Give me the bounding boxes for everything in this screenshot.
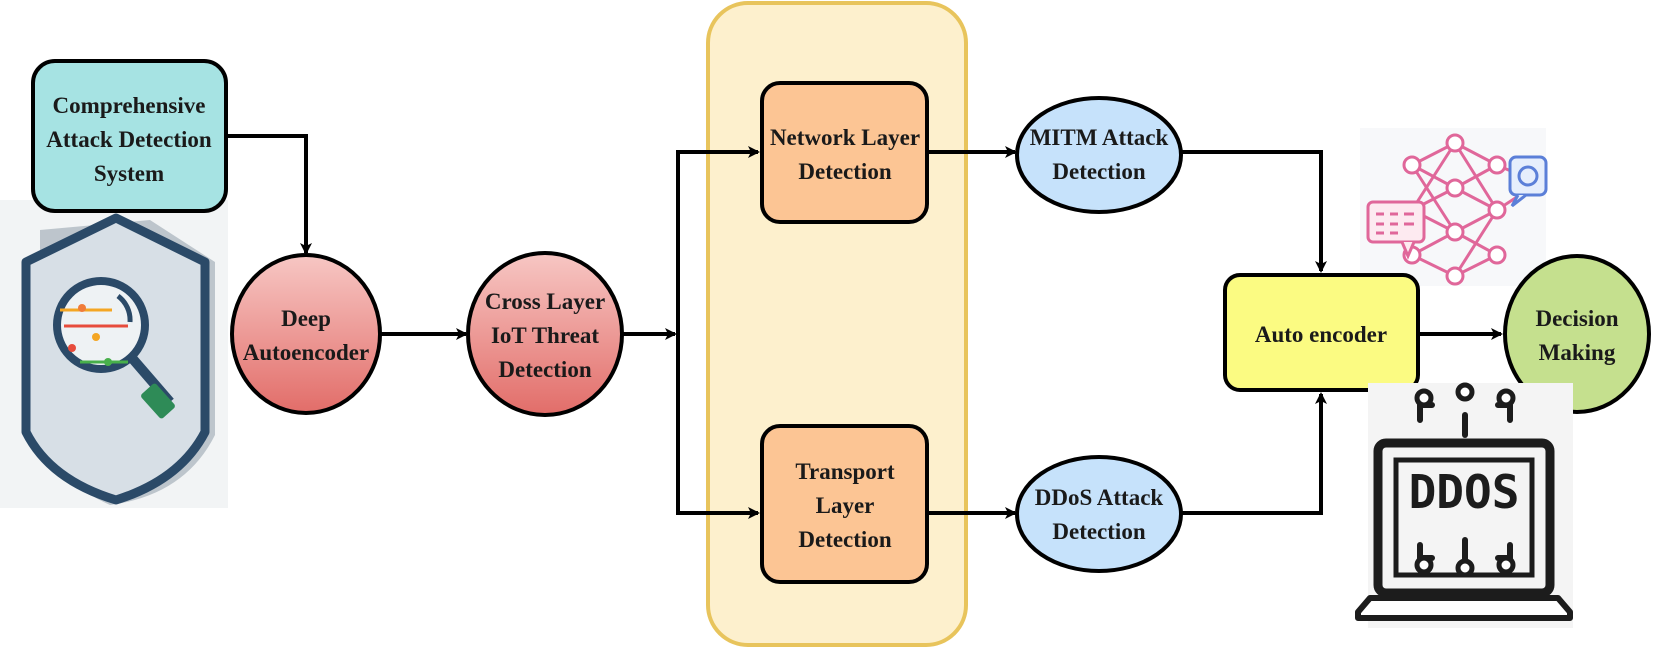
deep-autoencoder-label-1: Deep: [281, 306, 331, 331]
auto-encoder-node: Auto encoder: [1223, 273, 1420, 392]
cross-layer-label-3: Detection: [498, 357, 591, 382]
cross-layer-node: Cross Layer IoT Threat Detection: [466, 251, 624, 417]
decision-label-2: Making: [1539, 340, 1616, 365]
system-label-2: Attack Detection: [46, 127, 212, 152]
deep-autoencoder-node: Deep Autoencoder: [230, 253, 382, 415]
network-layer-node: Network Layer Detection: [760, 81, 929, 224]
transport-layer-label-3: Detection: [798, 527, 891, 552]
shield-magnifier-icon: [0, 200, 228, 508]
arrow-system-to-deep: [226, 134, 312, 255]
transport-layer-label-2: Layer: [816, 493, 875, 518]
ddos-laptop-icon: DDOS: [1355, 382, 1573, 628]
cross-layer-label-2: IoT Threat: [491, 323, 599, 348]
network-layer-label-2: Detection: [798, 159, 891, 184]
arrow-mitm-to-auto: [1181, 150, 1327, 273]
mitm-node: MITM Attack Detection: [1015, 96, 1183, 214]
arrow-split-to-transport: [676, 334, 760, 519]
connectors: [226, 134, 1503, 519]
neural-network-icon: [1360, 128, 1548, 286]
decision-node: Decision Making: [1503, 254, 1651, 414]
ddos-node: DDoS Attack Detection: [1015, 455, 1183, 573]
ddos-label-1: DDoS Attack: [1035, 485, 1164, 510]
auto-encoder-label: Auto encoder: [1255, 322, 1387, 347]
cross-layer-label-1: Cross Layer: [485, 289, 605, 314]
deep-autoencoder-label-2: Autoencoder: [243, 340, 369, 365]
arrow-split-to-network: [676, 146, 760, 334]
system-label-3: System: [94, 161, 164, 186]
mitm-label-1: MITM Attack: [1030, 125, 1169, 150]
transport-layer-label-1: Transport: [795, 459, 895, 484]
network-layer-label-1: Network Layer: [770, 125, 920, 150]
ddos-label-2: Detection: [1052, 519, 1145, 544]
transport-layer-node: Transport Layer Detection: [760, 424, 929, 584]
ddos-laptop-text: DDOS: [1409, 465, 1520, 519]
arrow-ddos-to-auto: [1181, 392, 1327, 515]
mitm-label-2: Detection: [1052, 159, 1145, 184]
system-label-1: Comprehensive: [53, 93, 206, 118]
decision-label-1: Decision: [1535, 306, 1618, 331]
system-node: Comprehensive Attack Detection System: [31, 59, 228, 213]
